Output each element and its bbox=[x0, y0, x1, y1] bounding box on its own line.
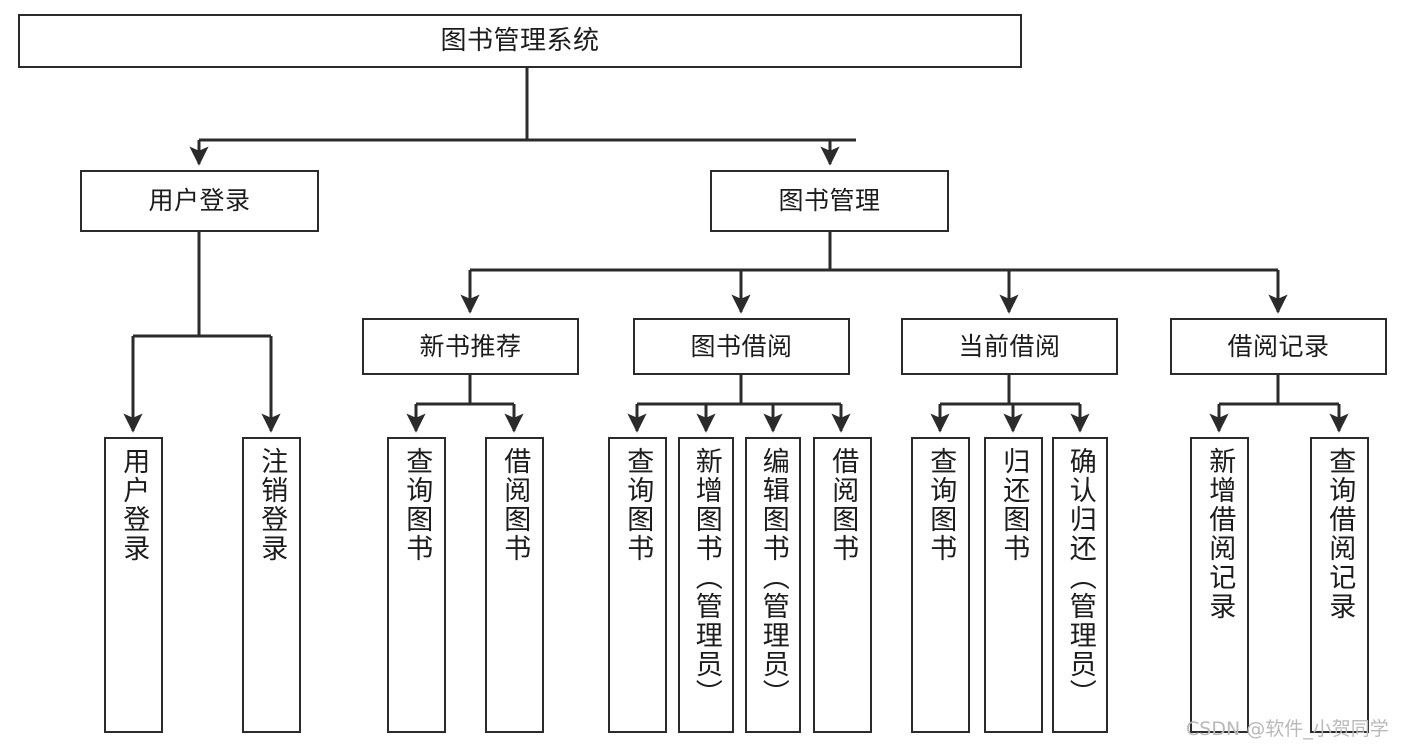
leaf-query-book-borrow[interactable]: 查询图书 bbox=[608, 437, 667, 733]
leaf-query-book-current[interactable]: 查询图书 bbox=[911, 437, 970, 733]
leaf-add-book-admin[interactable]: 新增图书（管理员） bbox=[678, 437, 734, 733]
node-user-login[interactable]: 用户登录 bbox=[80, 170, 319, 232]
leaf-user-login[interactable]: 用户登录 bbox=[104, 437, 163, 733]
leaf-label: 新增借阅记录 bbox=[1204, 447, 1236, 621]
node-label: 图书管理 bbox=[778, 186, 881, 216]
leaf-label: 编辑图书（管理员） bbox=[757, 447, 789, 708]
leaf-label: 查询图书 bbox=[925, 447, 957, 563]
leaf-label: 查询图书 bbox=[401, 447, 433, 563]
leaf-label: 查询图书 bbox=[622, 447, 654, 563]
leaf-query-borrow-record[interactable]: 查询借阅记录 bbox=[1310, 437, 1369, 733]
leaf-add-borrow-record[interactable]: 新增借阅记录 bbox=[1190, 437, 1249, 733]
leaf-logout[interactable]: 注销登录 bbox=[242, 437, 301, 733]
watermark-text: CSDN @软件_小贺同学 bbox=[1186, 718, 1389, 740]
leaf-label: 归还图书 bbox=[998, 447, 1030, 563]
node-label: 用户登录 bbox=[148, 186, 251, 216]
node-label: 新书推荐 bbox=[419, 331, 522, 361]
node-new-book-recommend[interactable]: 新书推荐 bbox=[362, 318, 579, 375]
node-label: 图书借阅 bbox=[690, 331, 793, 361]
leaf-label: 注销登录 bbox=[256, 447, 288, 563]
node-borrow-record[interactable]: 借阅记录 bbox=[1170, 318, 1387, 375]
leaf-label: 新增图书（管理员） bbox=[690, 447, 722, 708]
node-label: 当前借阅 bbox=[958, 331, 1061, 361]
leaf-label: 借阅图书 bbox=[827, 447, 859, 563]
node-root-label: 图书管理系统 bbox=[440, 25, 600, 56]
node-book-management[interactable]: 图书管理 bbox=[710, 170, 949, 232]
node-root-system[interactable]: 图书管理系统 bbox=[18, 14, 1022, 68]
leaf-edit-book-admin[interactable]: 编辑图书（管理员） bbox=[745, 437, 801, 733]
leaf-borrow-book[interactable]: 借阅图书 bbox=[813, 437, 872, 733]
leaf-confirm-return-admin[interactable]: 确认归还（管理员） bbox=[1052, 437, 1108, 733]
leaf-label: 借阅图书 bbox=[499, 447, 531, 563]
leaf-label: 确认归还（管理员） bbox=[1064, 447, 1096, 708]
leaf-query-book-new[interactable]: 查询图书 bbox=[387, 437, 446, 733]
leaf-label: 用户登录 bbox=[118, 447, 150, 563]
leaf-return-book[interactable]: 归还图书 bbox=[984, 437, 1043, 733]
leaf-label: 查询借阅记录 bbox=[1324, 447, 1356, 621]
node-label: 借阅记录 bbox=[1227, 331, 1330, 361]
leaf-borrow-book-new[interactable]: 借阅图书 bbox=[485, 437, 544, 733]
node-current-borrow[interactable]: 当前借阅 bbox=[901, 318, 1118, 375]
node-book-borrow[interactable]: 图书借阅 bbox=[633, 318, 850, 375]
